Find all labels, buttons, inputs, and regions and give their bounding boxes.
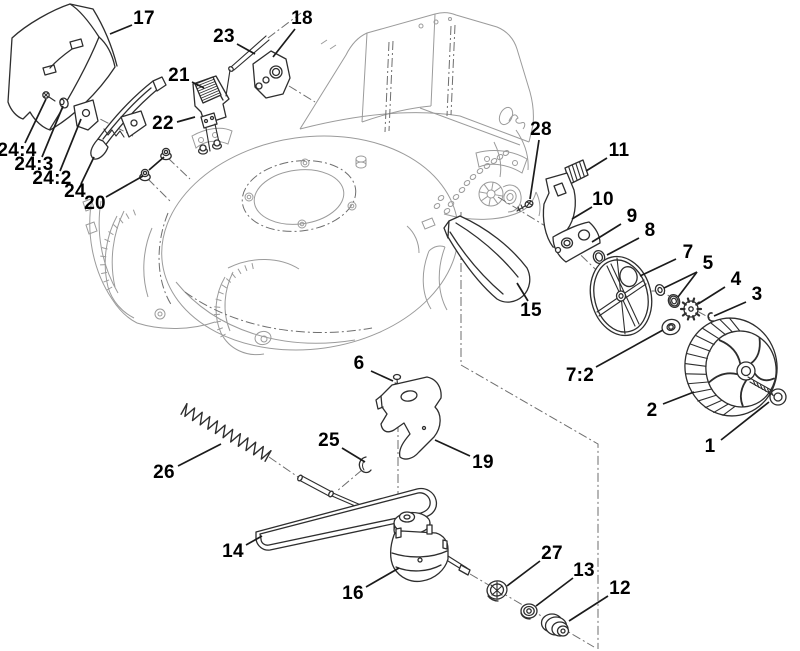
leader-line-21 (191, 81, 205, 89)
part-13-washer (520, 603, 538, 620)
leader-line-16 (365, 567, 400, 588)
leader-line-6 (370, 370, 394, 382)
leader-line-25 (341, 447, 366, 463)
part-17-discharge-cover (7, 3, 118, 131)
part-3-e-clip (707, 312, 714, 322)
part-24-3-washer (59, 97, 69, 109)
part-8-ring (592, 249, 606, 265)
leader-line-26 (177, 443, 222, 467)
leader-line-1 (720, 401, 770, 441)
leader-line-19 (434, 439, 471, 457)
part-5-washers (654, 283, 681, 309)
part-24-adjuster-lever (90, 76, 167, 160)
parts (7, 3, 787, 637)
part-14-belt (255, 487, 438, 551)
part-7-2-washer (661, 318, 681, 336)
leader-line-8 (606, 237, 640, 256)
part-19-belt-guard-bracket (375, 376, 442, 460)
leader-line-24:4 (24, 98, 47, 144)
leader-line-13 (535, 577, 574, 607)
rear-left-wheel-bracket-phantom (406, 217, 448, 311)
leader-line-12 (568, 595, 609, 622)
leader-line-15 (516, 282, 529, 302)
leader-line-14 (245, 535, 263, 546)
leader-line-23 (236, 43, 256, 55)
leader-line-9 (591, 223, 622, 243)
leader-line-17 (109, 24, 133, 35)
leader-line-24:2 (59, 118, 82, 172)
part-28-screw (516, 199, 534, 212)
part-12-bushing (540, 613, 570, 637)
leader-line-10 (571, 206, 593, 220)
deck-drive-hub (478, 181, 522, 213)
front-right-wheel-phantom (214, 259, 300, 356)
part-23-rod (225, 35, 270, 97)
part-1-shoulder-bolt (747, 376, 787, 406)
leader-line-20 (148, 156, 165, 171)
part-7-wheel-cover-disc (589, 255, 653, 337)
deck-left-skirt (82, 198, 216, 330)
leader-line-20 (105, 175, 144, 198)
deck-rear-structure (299, 12, 541, 220)
leader-line-28 (529, 139, 540, 200)
leader-line-24:3 (41, 105, 64, 158)
leader-line-7:2 (595, 329, 664, 368)
leader-line-5 (663, 271, 698, 289)
leader-line-4 (697, 286, 726, 305)
leader-line-3 (713, 301, 747, 317)
leader-line-2 (662, 391, 695, 405)
leader-line-18 (272, 28, 296, 58)
part-18-plate (252, 50, 291, 99)
leader-line-24 (80, 156, 95, 185)
deck-marking-squiggle (508, 114, 526, 130)
leader-line-22 (176, 116, 196, 123)
mower-deck-phantom (82, 12, 541, 356)
deck-adjuster-holes (433, 150, 510, 214)
part-2-wheel (684, 317, 778, 417)
part-15-deflector (443, 215, 531, 303)
leader-line-11 (585, 157, 608, 172)
part-16-transmission (389, 511, 471, 583)
leader-line-5 (677, 271, 698, 298)
part-24-4-screw (42, 91, 56, 102)
part-20-bolts (139, 139, 223, 182)
part-27-drive-cap (486, 580, 508, 602)
part-21-bracket-spring (192, 75, 230, 152)
part-9-plate (552, 221, 601, 263)
engine-mount-grommets (244, 155, 367, 229)
front-left-wheel-phantom (100, 209, 166, 320)
part-4-pinion-gear (679, 297, 703, 321)
leader-line-27 (506, 560, 541, 587)
leader-line-7 (639, 258, 677, 277)
